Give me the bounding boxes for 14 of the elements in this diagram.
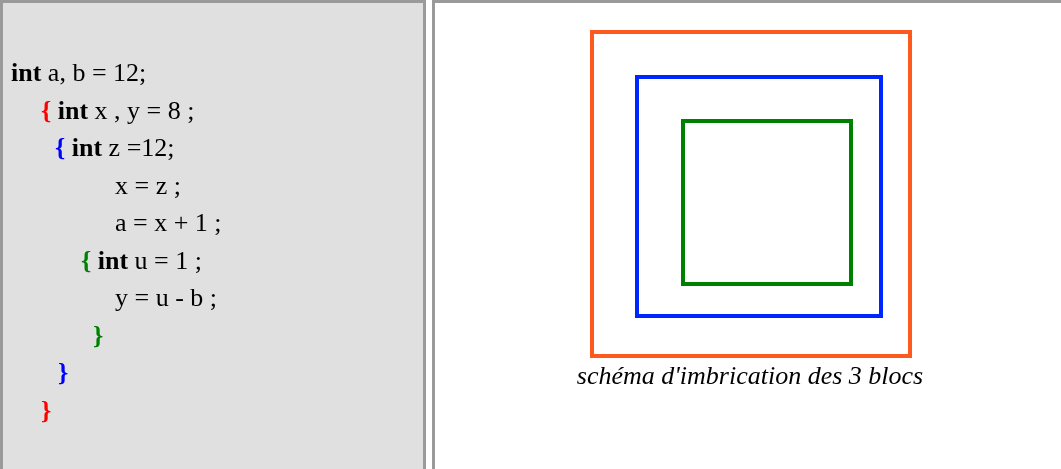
code-line: x = z ; [115,170,181,201]
code-line: { int u = 1 ; [81,245,202,276]
caption: schéma d'imbrication des 3 blocs [575,361,925,391]
code-line: a = x + 1 ; [115,208,222,238]
code-line: y = u - b ; [115,283,218,313]
code-line: { int x , y = 8 ; [41,95,195,126]
code-line: { int z =12; [55,133,175,163]
code-line: } [58,358,69,388]
block-outline [681,119,853,286]
code-line: } [93,320,104,351]
block-outline [590,30,912,358]
code-line: int a, b = 12; [11,58,147,88]
block-outline [635,75,883,318]
code-line: } [41,395,52,426]
